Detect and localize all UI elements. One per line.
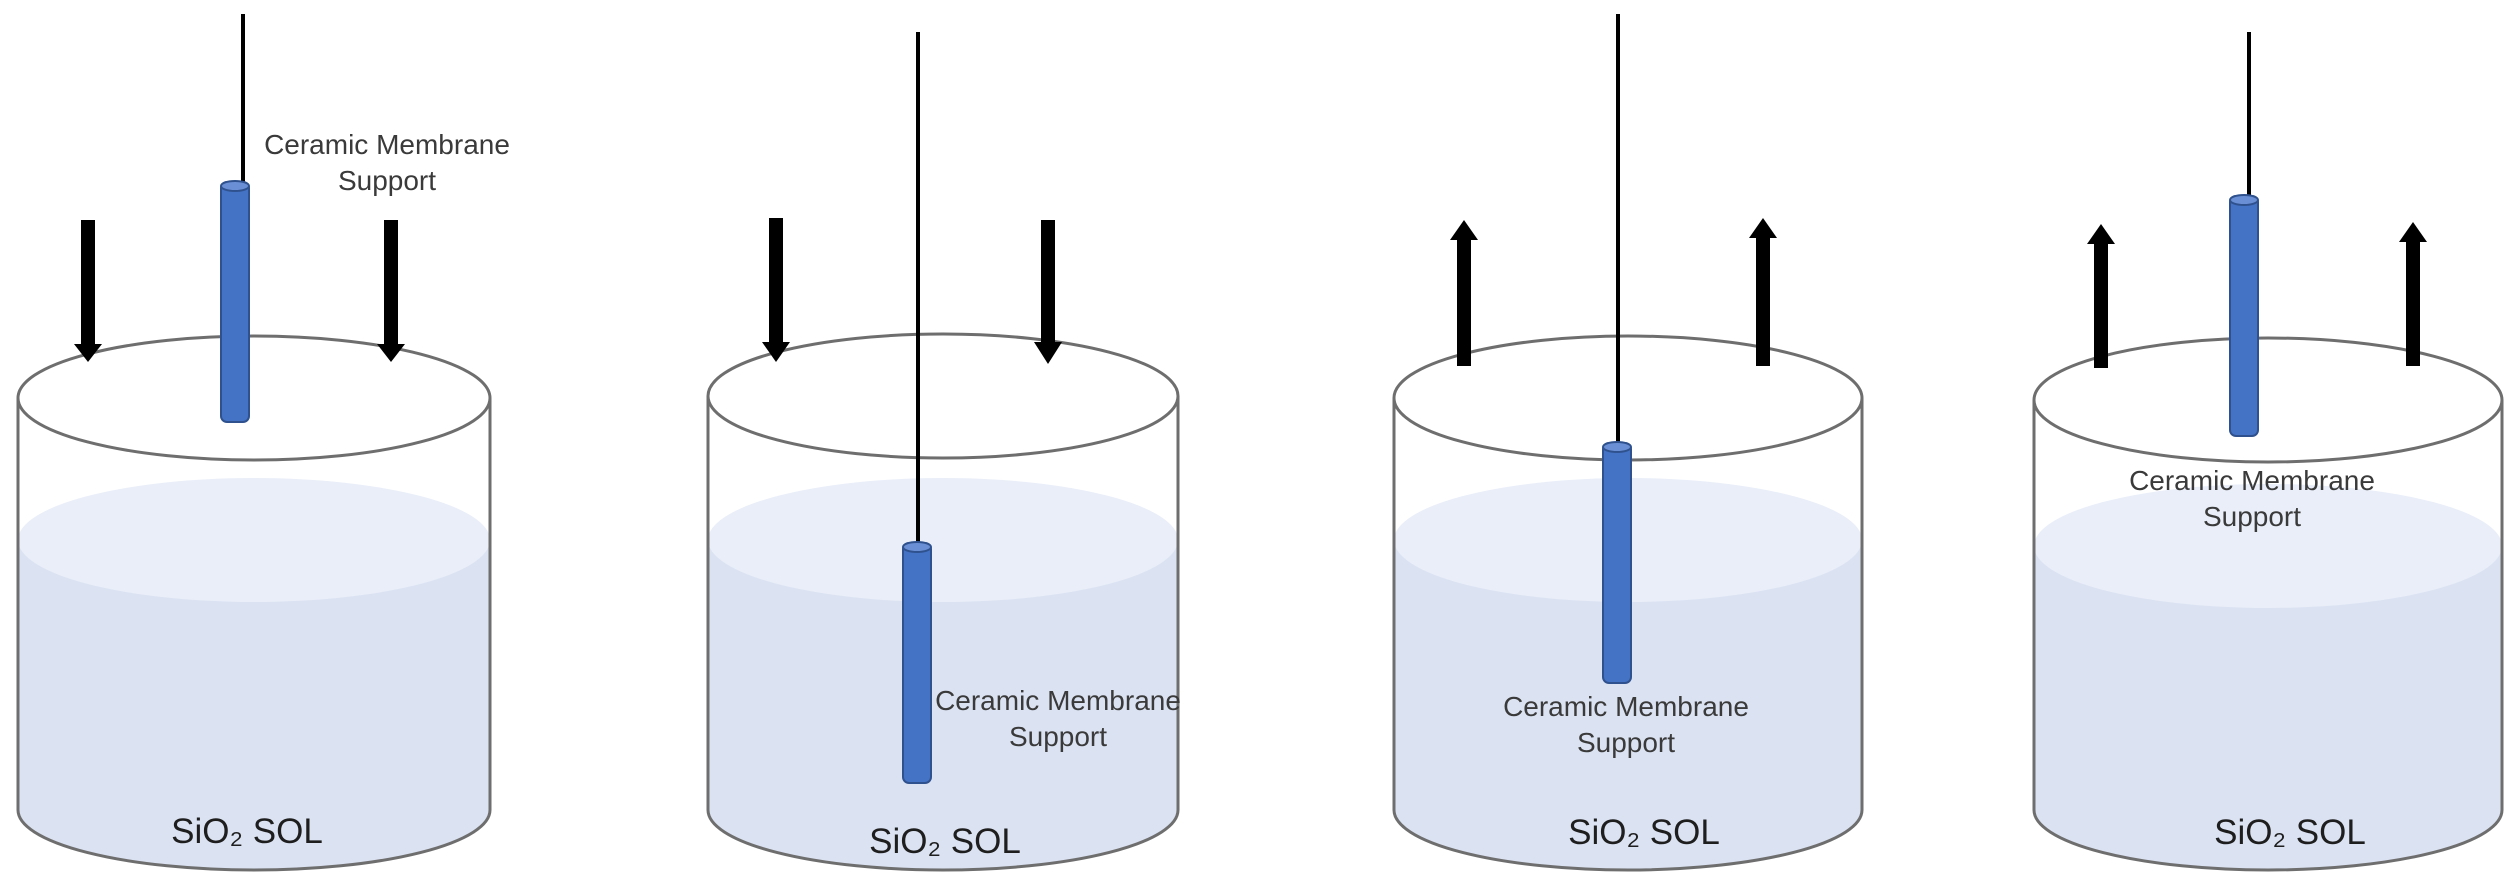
- ceramic-membrane-support: [902, 541, 932, 784]
- beaker-wall: [706, 396, 1180, 872]
- sol-label: SiO₂ SOL: [2214, 813, 2366, 852]
- down-arrow: [1034, 220, 1062, 364]
- support-label: Ceramic Membrane: [935, 685, 1181, 716]
- stage-3: Ceramic Membrane Support SiO₂ SOL: [1392, 14, 1864, 872]
- beaker-wall: [1392, 398, 1864, 872]
- up-arrow: [1450, 220, 1478, 366]
- down-arrow: [74, 220, 102, 362]
- stage-2: Ceramic Membrane Support SiO₂ SOL: [706, 32, 1181, 872]
- sol-label: SiO₂ SOL: [171, 812, 323, 851]
- up-arrow: [1749, 218, 1777, 366]
- ceramic-membrane-support: [1602, 441, 1632, 684]
- beaker: [706, 332, 1180, 872]
- up-arrow: [2399, 222, 2427, 366]
- support-label: Support: [1009, 721, 1107, 752]
- support-label: Support: [2203, 501, 2301, 532]
- support-label: Support: [338, 165, 436, 196]
- support-label: Ceramic Membrane: [264, 129, 510, 160]
- down-arrow: [762, 218, 790, 362]
- beaker: [2032, 336, 2504, 872]
- ceramic-membrane-support: [220, 180, 250, 423]
- beaker: [16, 334, 492, 872]
- support-label: Support: [1577, 727, 1675, 758]
- sol-surface: [2034, 484, 2502, 608]
- support-label: Ceramic Membrane: [1503, 691, 1749, 722]
- sol-label: SiO₂ SOL: [1568, 813, 1720, 852]
- up-arrow: [2087, 224, 2115, 368]
- stage-1: Ceramic Membrane Support SiO₂ SOL: [16, 14, 510, 872]
- stage-4: Ceramic Membrane Support SiO₂ SOL: [2032, 32, 2504, 872]
- down-arrow: [377, 220, 405, 362]
- beaker-wall: [2032, 400, 2504, 872]
- beaker-wall: [16, 398, 492, 872]
- sol-surface: [18, 478, 490, 602]
- sol-label: SiO₂ SOL: [869, 822, 1021, 861]
- support-label: Ceramic Membrane: [2129, 465, 2375, 496]
- ceramic-membrane-support: [2229, 194, 2259, 437]
- sol-surface: [708, 478, 1178, 602]
